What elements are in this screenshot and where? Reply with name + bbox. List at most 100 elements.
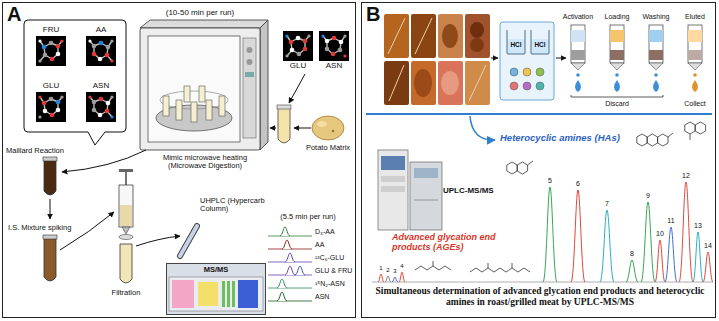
peak-number: 2	[383, 267, 393, 274]
spe-cartridge	[615, 73, 619, 77]
microwave-oven	[140, 20, 268, 28]
microwave-oven	[140, 28, 260, 150]
food-photo	[384, 14, 409, 58]
analyte-label: ASN	[315, 293, 329, 301]
molecule-image	[86, 36, 116, 66]
chromatogram-peak	[543, 187, 557, 282]
peak-number: 11	[666, 217, 676, 225]
chromatogram-peak	[600, 210, 614, 282]
chemical-structure	[433, 261, 434, 266]
step-label: Mimic microwave heating (Microwave Diges…	[151, 154, 259, 171]
syringe-filter	[120, 205, 132, 226]
food-photo	[438, 61, 463, 105]
uplc-instrument	[410, 162, 442, 230]
chromatogram-peak	[665, 227, 677, 282]
chromatogram-trace	[268, 301, 312, 302]
extraction-box	[510, 68, 518, 76]
food-photo	[470, 38, 484, 52]
ms-interior	[238, 280, 258, 308]
food-photo	[465, 14, 490, 58]
analyte-label: GLU & FRU	[315, 267, 352, 275]
spe-cartridge	[688, 25, 702, 63]
uplc-instrument	[378, 150, 408, 230]
molecule-model: FRU	[36, 25, 66, 66]
syringe-filter	[122, 227, 130, 234]
chemical-structure	[695, 122, 705, 134]
food-photo	[411, 14, 436, 58]
syringe-filter	[119, 235, 133, 240]
chromatogram-trace	[285, 266, 295, 275]
analyte-label: ¹³C₆-GLU	[315, 254, 344, 262]
spe-cartridge	[610, 63, 624, 70]
compound-class-heading: Advanced glycation end products (AGEs)	[392, 232, 532, 252]
chromatogram-trace	[277, 279, 287, 288]
flow-arrow	[491, 58, 498, 59]
spe-cartridge	[649, 50, 663, 60]
syringe-filter	[125, 172, 127, 186]
chromatogram-baseline	[372, 282, 713, 283]
chromatogram-peak	[385, 276, 391, 282]
ms-interior	[169, 277, 263, 311]
extraction-box	[500, 22, 554, 100]
spe-cartridge	[576, 73, 580, 77]
uplc-instrument	[414, 168, 438, 178]
step-label: Maillard Reaction	[6, 147, 64, 155]
spe-cartridge	[614, 80, 620, 92]
food-photo	[470, 22, 484, 38]
potato-image	[332, 130, 335, 133]
flow-arrow	[289, 74, 305, 103]
peak-number: 14	[703, 242, 713, 250]
sample-tube	[277, 105, 291, 143]
peak-number: 8	[627, 250, 637, 258]
syringe-filter	[119, 185, 133, 227]
spe-cartridge	[571, 25, 702, 97]
chromatogram-trace	[268, 288, 312, 289]
chromatogram-trace	[268, 279, 312, 288]
food-photo	[384, 61, 409, 105]
chemical-structure	[637, 134, 647, 146]
spe-cartridge	[649, 30, 663, 42]
food-photo	[414, 69, 432, 97]
microwave-oven	[243, 38, 256, 138]
microwave-oven	[247, 59, 253, 65]
food-photo	[415, 18, 432, 54]
molecule-image	[283, 31, 313, 61]
molecule-model: ASN	[86, 81, 116, 122]
food-photo	[438, 14, 463, 58]
food-photo	[384, 14, 490, 105]
chromatogram-peak	[378, 274, 384, 282]
food-photo	[388, 18, 405, 54]
chemical-structure	[507, 162, 517, 174]
molecule-bubble	[24, 20, 126, 145]
chromatogram-peak	[641, 202, 655, 282]
chromatogram-peak	[626, 260, 638, 282]
step-label: Filtration	[101, 289, 151, 297]
uplc-instrument	[378, 150, 442, 230]
microwave-oven	[206, 100, 212, 120]
chemical-structure	[647, 134, 657, 146]
spe-step-label: Collect	[675, 100, 715, 108]
separator-line	[470, 116, 495, 140]
chromatogram-peak	[392, 277, 398, 282]
uplc-instrument	[381, 156, 405, 170]
reaction-tube	[44, 160, 56, 195]
food-photo	[442, 24, 458, 48]
chromatogram-trace	[268, 227, 312, 301]
spe-cartridge	[610, 30, 624, 42]
ms-interior	[167, 276, 265, 313]
spe-cartridge	[571, 95, 663, 97]
chromatogram-trace	[268, 227, 312, 236]
microwave-oven	[245, 72, 254, 77]
chemical-structure	[512, 263, 513, 268]
microwave-oven	[247, 47, 253, 53]
node-text: A	[3, 3, 21, 25]
node-text: FRU	[43, 25, 59, 36]
timing-note: (5.5 min per run)	[273, 213, 343, 221]
potato-image	[312, 116, 344, 140]
molecule-image	[319, 31, 349, 61]
spe-step-label: Loading	[595, 13, 639, 21]
ms-instrument: MS/MS	[166, 263, 266, 315]
peak-number: 6	[573, 180, 583, 188]
flow-arrow	[62, 150, 146, 172]
